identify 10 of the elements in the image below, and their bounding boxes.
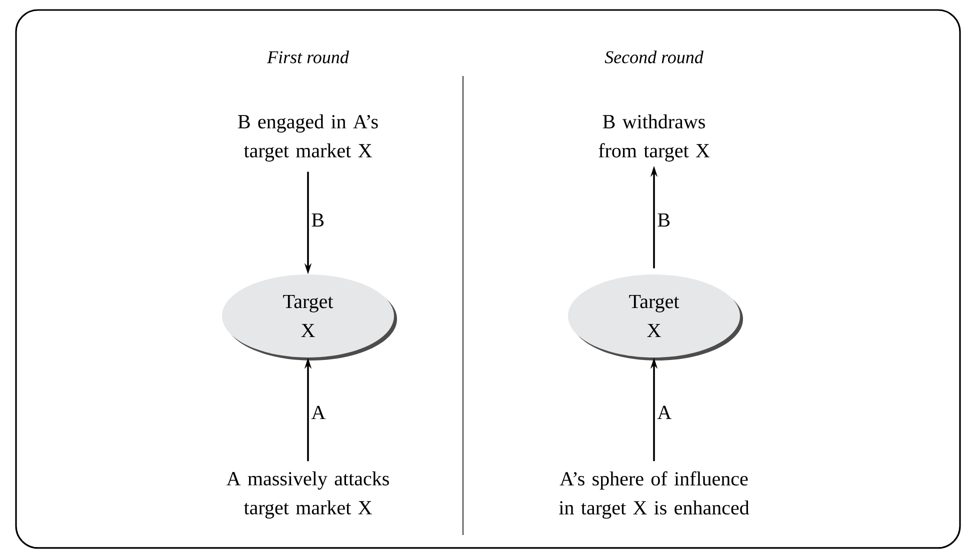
edge-label: B — [312, 213, 324, 227]
column-title: Second round — [604, 50, 704, 64]
outcome-text: A massively attacks target market X — [226, 471, 389, 519]
outcome-text: B withdraws from target X — [598, 114, 710, 162]
edge-label: B — [658, 213, 670, 227]
edge-label: A — [311, 406, 326, 420]
outcome-text: B engaged in A’s target market X — [238, 114, 378, 162]
outcome-text: A’s sphere of influence in target X is enhanced — [559, 471, 750, 519]
edge-label: A — [657, 406, 672, 419]
column-title: First round — [267, 50, 349, 64]
